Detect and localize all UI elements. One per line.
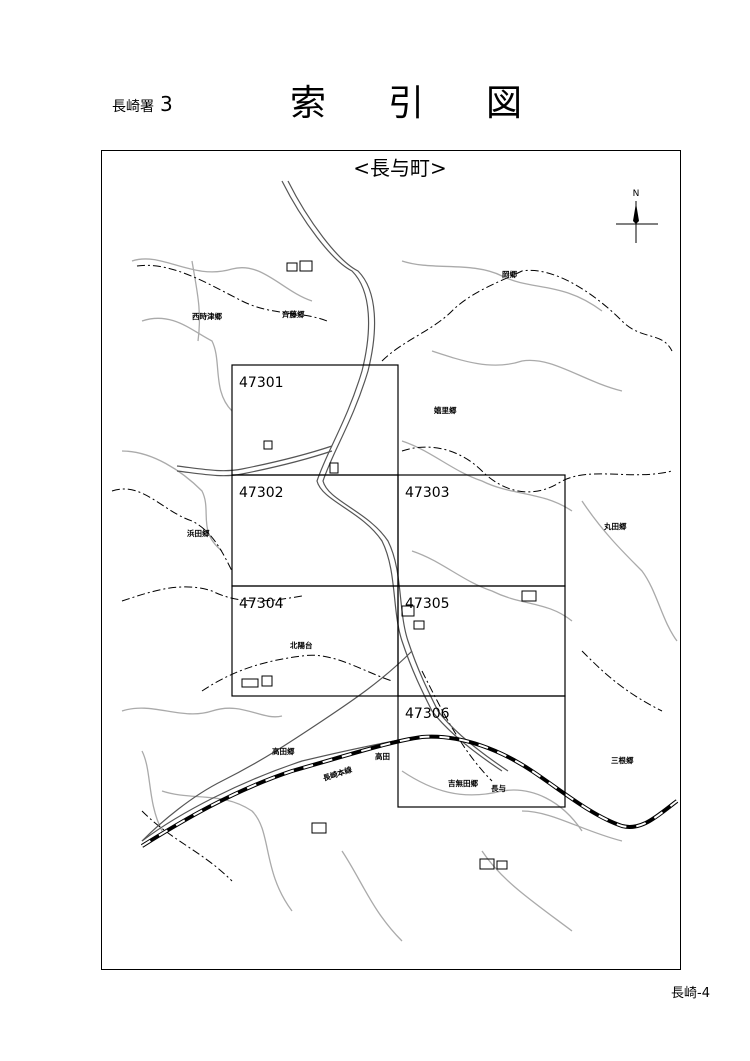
place-label: 浜田郷 (187, 528, 210, 538)
place-label: 高田 (375, 751, 390, 761)
place-label: 斉藤郷 (282, 309, 305, 319)
place-label: 長崎本線 (322, 764, 354, 783)
sheet-number: 47305 (405, 596, 450, 612)
place-label: 吉無田郷 (448, 778, 478, 788)
place-label: 北陽台 (290, 640, 313, 650)
north-arrow-icon (633, 203, 639, 224)
place-label: 西時津郷 (192, 311, 222, 321)
map-title: <長与町> (353, 156, 447, 180)
sheet-grid: 47301 47302 47303 47304 47305 47306 (231, 364, 566, 808)
sheet-47306[interactable]: 47306 (397, 695, 566, 808)
place-label: 三根郷 (611, 755, 634, 765)
office-name: 長崎署 (112, 99, 154, 115)
sheet-number: 47302 (239, 485, 284, 501)
index-map: 47301 47302 47303 47304 47305 47306 N <長与町> 岡… (111, 156, 679, 942)
terrain-lines (121, 258, 678, 942)
page-title: 索引図 (290, 83, 585, 124)
office-label: 長崎署 3 (112, 92, 173, 116)
sheet-47301[interactable]: 47301 (231, 364, 399, 476)
compass: N (616, 189, 658, 243)
railway-line (140, 734, 679, 848)
index-map-frame: 47301 47302 47303 47304 47305 47306 N <長与町> 岡… (101, 150, 681, 970)
office-number: 3 (160, 92, 173, 116)
place-label: 高田郷 (272, 746, 295, 756)
sheet-number: 47303 (405, 485, 450, 501)
sheet-number: 47306 (405, 706, 450, 722)
place-label: 長与 (491, 783, 506, 793)
sheet-number: 47304 (239, 596, 284, 612)
district-boundaries (111, 264, 673, 882)
place-label: 嬉里郷 (433, 405, 457, 415)
roads (141, 180, 509, 842)
sheet-box[interactable] (397, 695, 566, 808)
page-number-label: 長崎-4 (671, 986, 710, 1001)
place-label: 岡郷 (502, 269, 517, 279)
buildings (241, 260, 537, 870)
sheet-47303[interactable]: 47303 (397, 474, 566, 587)
compass-label: N (633, 189, 640, 199)
place-label: 丸田郷 (603, 521, 627, 531)
sheet-number: 47301 (239, 375, 284, 391)
